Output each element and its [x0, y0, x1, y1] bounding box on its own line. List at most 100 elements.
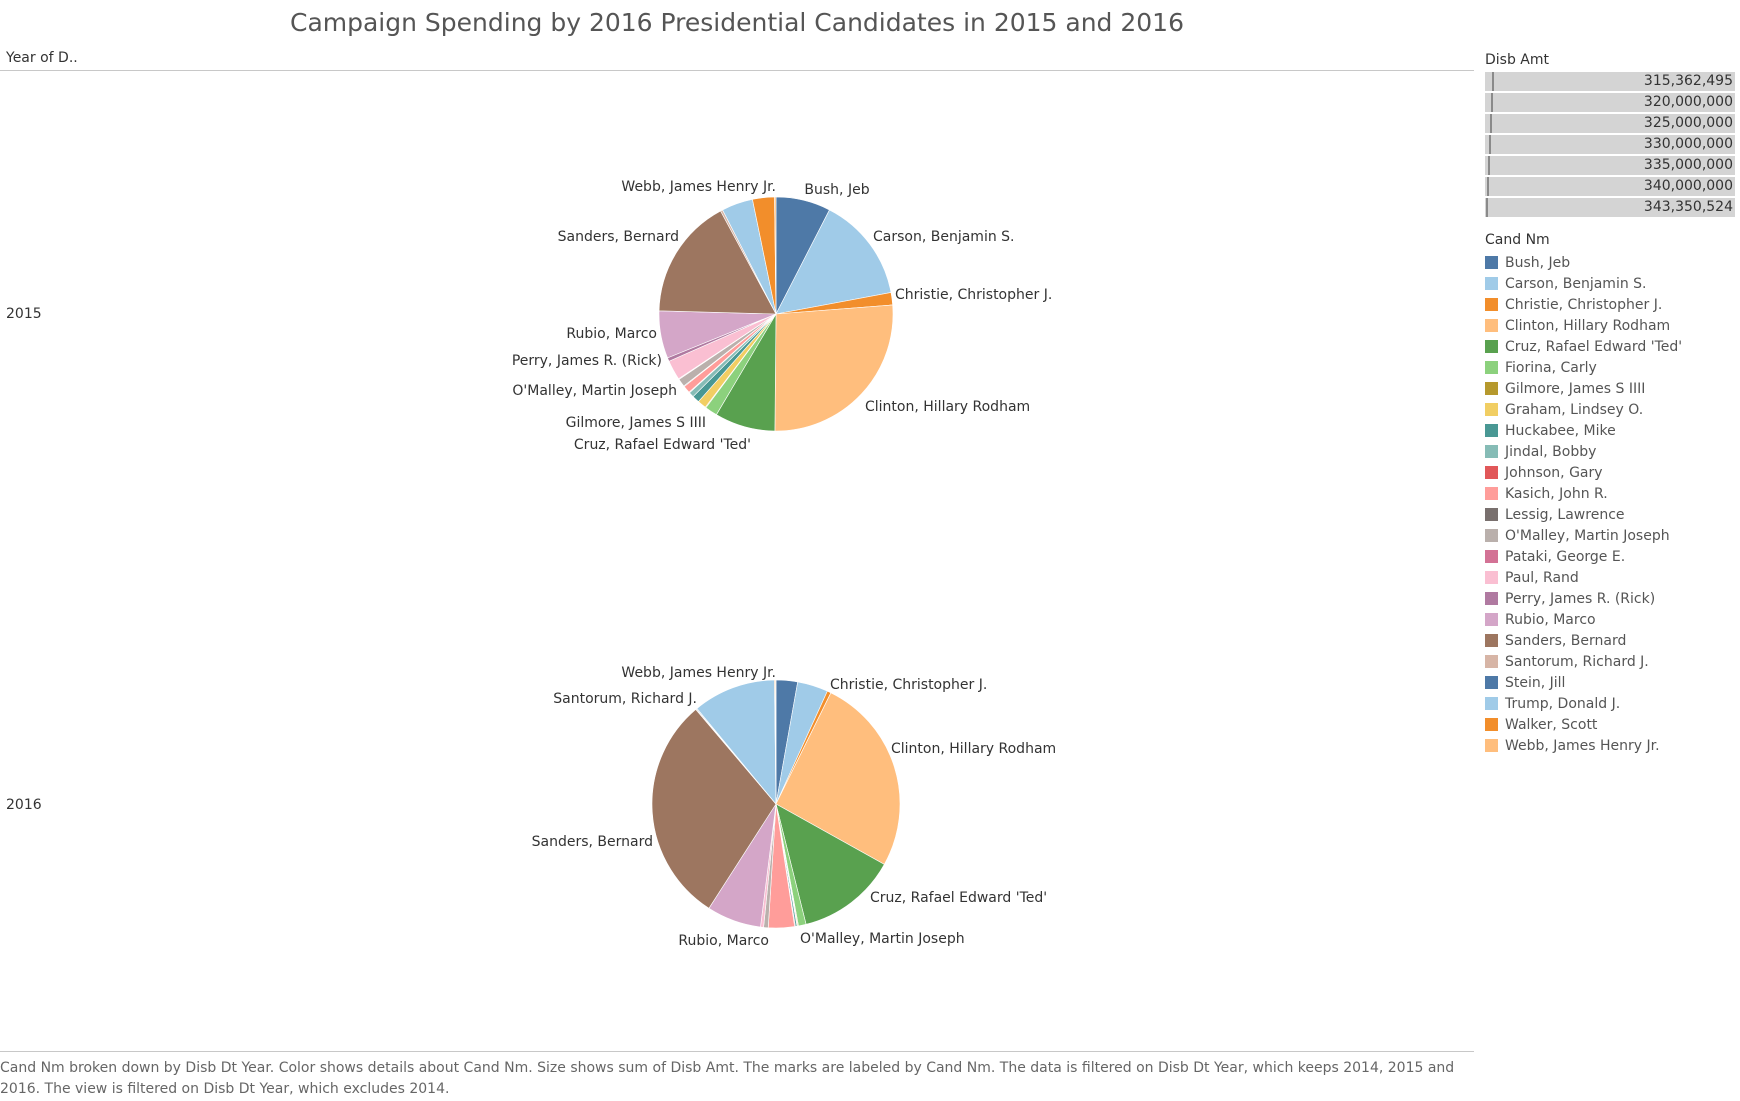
- legend-label: Fiorina, Carly: [1505, 359, 1597, 376]
- size-legend-row: 335,000,000: [1485, 156, 1735, 175]
- pie-slice[interactable]: [651, 709, 777, 909]
- legend-swatch: [1485, 277, 1498, 290]
- legend-swatch: [1485, 466, 1498, 479]
- legend-swatch: [1485, 298, 1498, 311]
- legend-label: Perry, James R. (Rick): [1505, 590, 1656, 607]
- size-legend-marker: [1490, 114, 1492, 133]
- legend-swatch: [1485, 403, 1498, 416]
- slice-label: Rubio, Marco: [678, 933, 769, 949]
- size-legend-row: 325,000,000: [1485, 114, 1735, 133]
- legend-item[interactable]: Sanders, Bernard: [1485, 630, 1735, 651]
- caption: Cand Nm broken down by Disb Dt Year. Col…: [0, 1060, 1455, 1097]
- pie-2015-labels: Bush, Jeb Carson, Benjamin S. Christie, …: [512, 179, 1052, 453]
- size-legend-row: 343,350,524: [1485, 198, 1735, 217]
- slice-label: Clinton, Hillary Rodham: [891, 741, 1056, 757]
- legend-swatch: [1485, 592, 1498, 605]
- slice-label: O'Malley, Martin Joseph: [512, 383, 677, 399]
- size-legend-value: 315,362,495: [1643, 73, 1733, 89]
- legend-item[interactable]: O'Malley, Martin Joseph: [1485, 525, 1735, 546]
- legend-swatch: [1485, 508, 1498, 521]
- legend-item[interactable]: Graham, Lindsey O.: [1485, 399, 1735, 420]
- legend-label: Trump, Donald J.: [1505, 695, 1621, 712]
- legend-item[interactable]: Fiorina, Carly: [1485, 357, 1735, 378]
- pie-2016[interactable]: [651, 679, 901, 929]
- slice-label: Webb, James Henry Jr.: [621, 665, 776, 681]
- pie-slice[interactable]: [775, 803, 885, 925]
- legend-item[interactable]: Cruz, Rafael Edward 'Ted': [1485, 336, 1735, 357]
- legend-label: Santorum, Richard J.: [1505, 653, 1649, 670]
- legend-item[interactable]: Jindal, Bobby: [1485, 441, 1735, 462]
- slice-label: Clinton, Hillary Rodham: [865, 399, 1030, 415]
- size-legend-value: 340,000,000: [1643, 178, 1733, 194]
- legend-swatch: [1485, 382, 1498, 395]
- pie-slice[interactable]: [775, 692, 901, 865]
- pie-2016-labels: Christie, Christopher J. Clinton, Hillar…: [532, 665, 1057, 949]
- legend-swatch: [1485, 424, 1498, 437]
- legend-item[interactable]: Paul, Rand: [1485, 567, 1735, 588]
- legend-item[interactable]: Huckabee, Mike: [1485, 420, 1735, 441]
- legend-swatch: [1485, 718, 1498, 731]
- pie-slice[interactable]: [775, 209, 892, 315]
- slice-label: Cruz, Rafael Edward 'Ted': [870, 890, 1047, 906]
- legend-item[interactable]: Carson, Benjamin S.: [1485, 273, 1735, 294]
- slice-label: Christie, Christopher J.: [895, 287, 1052, 303]
- pie-2015[interactable]: [658, 196, 894, 432]
- color-legend-title: Cand Nm: [1485, 232, 1550, 248]
- legend-swatch: [1485, 319, 1498, 332]
- pie-slice[interactable]: [774, 304, 894, 432]
- legend-item[interactable]: Trump, Donald J.: [1485, 693, 1735, 714]
- legend-swatch: [1485, 361, 1498, 374]
- legend-swatch: [1485, 487, 1498, 500]
- size-legend-marker: [1492, 72, 1494, 91]
- size-legend-marker: [1486, 198, 1488, 217]
- size-legend-marker: [1487, 177, 1489, 196]
- header-divider: [0, 70, 1474, 71]
- size-legend-value: 335,000,000: [1643, 157, 1733, 173]
- chart-title: Campaign Spending by 2016 Presidential C…: [289, 8, 1184, 37]
- legend-label: Graham, Lindsey O.: [1505, 401, 1644, 418]
- pie-slice[interactable]: [696, 679, 777, 805]
- legend-item[interactable]: Walker, Scott: [1485, 714, 1735, 735]
- legend-swatch: [1485, 676, 1498, 689]
- legend-label: Cruz, Rafael Edward 'Ted': [1505, 338, 1683, 355]
- pie-slice[interactable]: [658, 210, 777, 315]
- legend-item[interactable]: Pataki, George E.: [1485, 546, 1735, 567]
- slice-label: Sanders, Bernard: [558, 229, 679, 245]
- legend-swatch: [1485, 613, 1498, 626]
- legend-item[interactable]: Gilmore, James S IIII: [1485, 378, 1735, 399]
- legend-swatch: [1485, 697, 1498, 710]
- legend-swatch: [1485, 529, 1498, 542]
- legend-label: Sanders, Bernard: [1505, 632, 1627, 649]
- pie-slice[interactable]: [774, 679, 777, 805]
- legend-label: Kasich, John R.: [1505, 485, 1608, 502]
- size-legend-row: 340,000,000: [1485, 177, 1735, 196]
- slice-label: Carson, Benjamin S.: [873, 229, 1015, 245]
- legend-item[interactable]: Johnson, Gary: [1485, 462, 1735, 483]
- legend-item[interactable]: Perry, James R. (Rick): [1485, 588, 1735, 609]
- legend-item[interactable]: Bush, Jeb: [1485, 252, 1735, 273]
- legend-label: Lessig, Lawrence: [1505, 506, 1625, 523]
- legend-swatch: [1485, 340, 1498, 353]
- legend-item[interactable]: Santorum, Richard J.: [1485, 651, 1735, 672]
- row-label-2015: 2015: [6, 306, 42, 322]
- legend-item[interactable]: Stein, Jill: [1485, 672, 1735, 693]
- size-legend-marker: [1489, 135, 1491, 154]
- legend-item[interactable]: Rubio, Marco: [1485, 609, 1735, 630]
- legend-label: Bush, Jeb: [1505, 254, 1571, 271]
- legend-item[interactable]: Lessig, Lawrence: [1485, 504, 1735, 525]
- slice-label: Cruz, Rafael Edward 'Ted': [574, 437, 751, 453]
- slice-label: Rubio, Marco: [566, 326, 657, 342]
- legend-label: Webb, James Henry Jr.: [1505, 737, 1660, 754]
- legend-swatch: [1485, 256, 1498, 269]
- pie-charts: Bush, Jeb Carson, Benjamin S. Christie, …: [512, 179, 1057, 949]
- footer-divider: [0, 1051, 1474, 1052]
- slice-label: Bush, Jeb: [804, 182, 869, 198]
- legend-item[interactable]: Christie, Christopher J.: [1485, 294, 1735, 315]
- legend-item[interactable]: Clinton, Hillary Rodham: [1485, 315, 1735, 336]
- legend-item[interactable]: Kasich, John R.: [1485, 483, 1735, 504]
- size-legend-value: 343,350,524: [1643, 199, 1733, 215]
- slice-label: Webb, James Henry Jr.: [621, 179, 776, 195]
- legend-item[interactable]: Webb, James Henry Jr.: [1485, 735, 1735, 756]
- pie-slice[interactable]: [774, 196, 777, 315]
